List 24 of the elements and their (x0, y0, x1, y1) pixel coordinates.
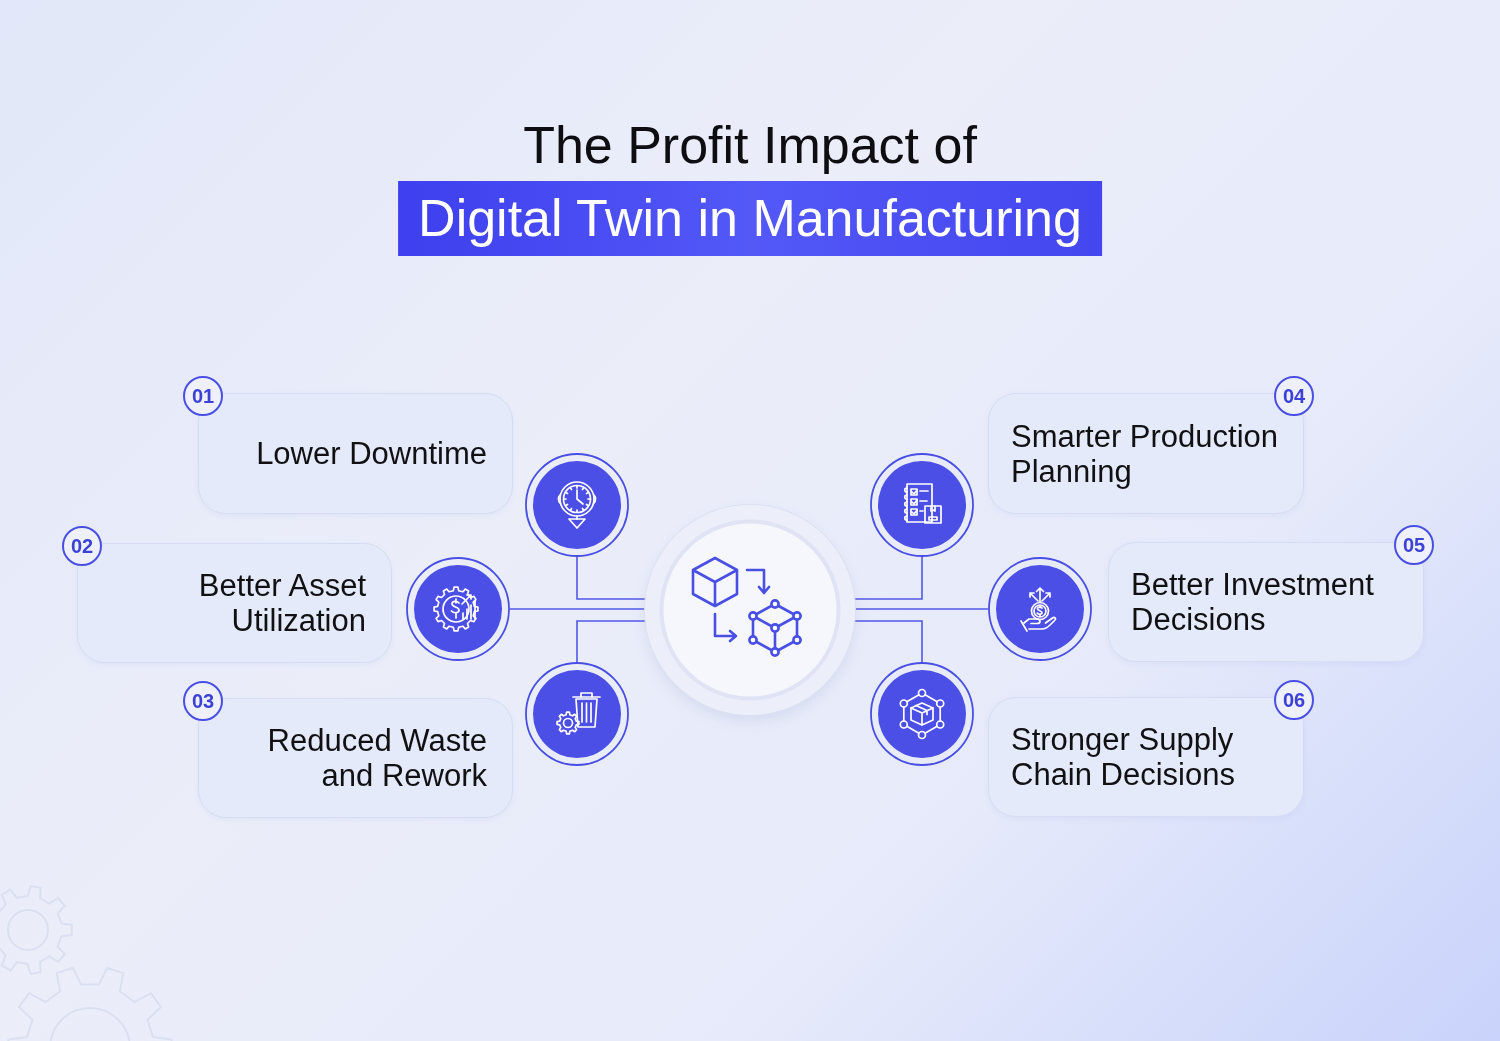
number-badge: 03 (183, 681, 223, 721)
package-network-icon (870, 662, 974, 766)
number-badge: 04 (1274, 376, 1314, 416)
number-badge: 01 (183, 376, 223, 416)
coin-hand-icon (988, 557, 1092, 661)
connector-line (576, 556, 647, 600)
number-badge: 05 (1394, 525, 1434, 565)
card-title: Smarter Production Planning (1011, 418, 1280, 489)
connector-line (853, 620, 923, 663)
clock-icon (525, 453, 629, 557)
card-title: Better Investment Decisions (1131, 567, 1375, 637)
card-title: Reduced Waste and Rework (266, 723, 487, 793)
number-badge: 06 (1274, 680, 1314, 720)
trash-gear-icon (525, 662, 629, 766)
card-title: Better Asset Utilization (197, 568, 366, 638)
card-title: Lower Downtime (256, 436, 487, 471)
connector-line (509, 608, 646, 610)
connector-line (854, 608, 989, 610)
checklist-icon (870, 453, 974, 557)
card-title: Stronger Supply Chain Decisions (1011, 722, 1236, 792)
connector-line (853, 556, 923, 600)
number-badge: 02 (62, 526, 102, 566)
dollar-gear-icon (406, 557, 510, 661)
connector-line (576, 620, 647, 663)
